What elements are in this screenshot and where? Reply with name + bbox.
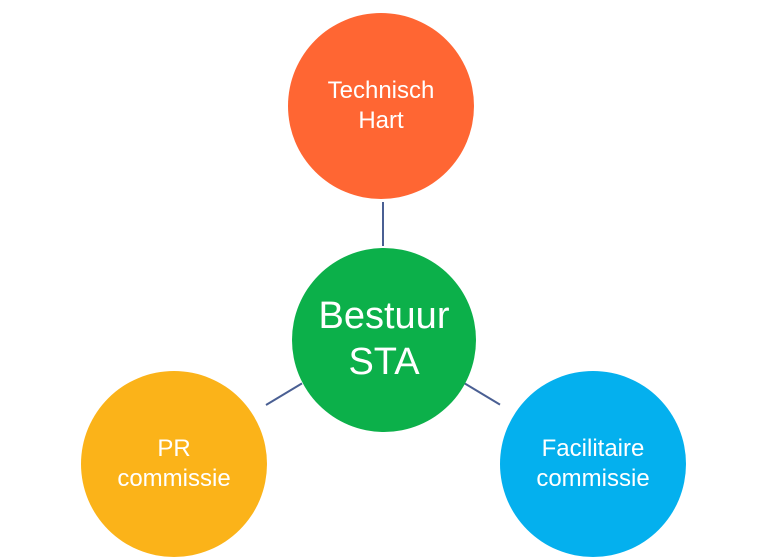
node-label-line-1: PR: [157, 435, 191, 462]
node-bestuur-sta: Bestuur STA: [292, 248, 476, 432]
node-label-line-1: Technisch: [327, 77, 435, 104]
node-label-line-2: commissie: [117, 465, 231, 492]
connector-top: [382, 202, 384, 246]
node-technisch-hart: Technisch Hart: [288, 13, 474, 199]
node-facilitaire-commissie: Facilitaire commissie: [500, 371, 686, 557]
connector-right: [463, 382, 501, 406]
node-label-line-1: Facilitaire: [541, 435, 645, 462]
node-label-line-1: Bestuur: [318, 295, 450, 338]
node-label-line-2: Hart: [358, 107, 404, 134]
node-label-line-2: commissie: [536, 465, 650, 492]
node-pr-commissie: PR commissie: [81, 371, 267, 557]
connector-left: [265, 382, 303, 406]
node-label-line-2: STA: [348, 341, 420, 383]
